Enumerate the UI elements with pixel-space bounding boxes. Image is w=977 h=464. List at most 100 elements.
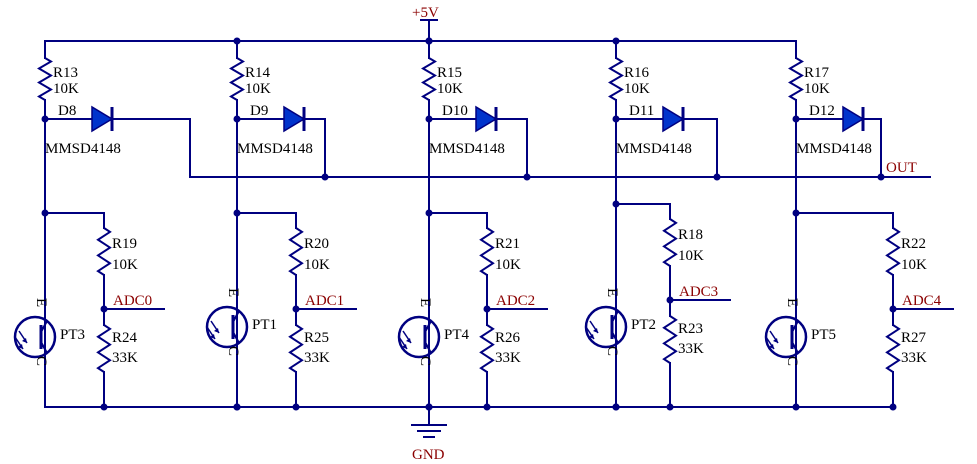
ch4-diode-ref: D12	[809, 103, 835, 119]
ch3-rbot-ref: R23	[678, 321, 703, 337]
ch0-diode-ref: D8	[58, 103, 76, 119]
ch1-rmid-ref: R20	[304, 236, 329, 252]
ch1-resistor-top	[229, 57, 245, 101]
ch3-phototransistor-light-arrowhead-1	[593, 328, 598, 333]
ch2-resistor-mid	[479, 227, 495, 276]
ch3-rbot-value: 33K	[678, 341, 704, 357]
ch4-diode	[842, 105, 865, 133]
ch0-diode	[91, 105, 114, 133]
ch1-phototransistor-light-arrowhead-1	[214, 328, 219, 333]
ch0-resistor-bot	[96, 324, 112, 373]
ch4-phototransistor-collector-leg	[791, 341, 799, 354]
ch4-rmid-ref: R22	[901, 236, 926, 252]
ch3-resistor-top	[608, 57, 624, 101]
ch3-rtop-ref: R16	[624, 65, 650, 81]
junction-dot	[425, 403, 433, 411]
junction-dot	[713, 173, 721, 181]
ch1-rmid-value: 10K	[304, 257, 330, 273]
ch2-pt-collector-label: C	[417, 356, 433, 366]
ch0-pt-ref: PT3	[60, 327, 85, 343]
ch3-phototransistor	[584, 305, 628, 349]
ch4-pt-ref: PT5	[811, 327, 836, 343]
junction-dot	[483, 403, 491, 411]
junction-dot	[233, 115, 241, 123]
junction-dot	[233, 37, 241, 45]
ch3-pt-ref: PT2	[631, 317, 656, 333]
junction-dot	[41, 209, 49, 217]
ch1-resistor-bot	[288, 324, 304, 373]
ch2-rtop-value: 10K	[437, 81, 463, 97]
junction-dot	[425, 115, 433, 123]
junction-dot	[292, 305, 300, 313]
ch2-phototransistor-collector-leg	[424, 341, 432, 354]
ch1-diode-part: MMSD4148	[237, 141, 313, 157]
ch2-phototransistor-light-arrowhead-2	[402, 344, 407, 349]
ch2-phototransistor-emitter-leg	[424, 320, 432, 333]
junction-dot	[41, 115, 49, 123]
ch0-rbot-ref: R24	[112, 330, 138, 346]
ch3-diode-ref: D11	[629, 103, 654, 119]
junction-dot	[889, 403, 897, 411]
ch3-rmid-value: 10K	[678, 248, 704, 264]
ch0-rbot-value: 33K	[112, 350, 138, 366]
ch0-tap-wire	[44, 212, 105, 229]
ch4-adc-label: ADC4	[902, 293, 942, 309]
ch1-rtop-ref: R14	[245, 65, 271, 81]
ch4-tap-wire	[795, 212, 894, 229]
ch0-rmid-value: 10K	[112, 257, 138, 273]
ch1-resistor-mid	[288, 227, 304, 276]
ch1-phototransistor-light-arrowhead-2	[210, 334, 215, 339]
ch2-diode-part: MMSD4148	[429, 141, 505, 157]
out-label: OUT	[886, 160, 917, 176]
ch1-diode-cathode-wire	[303, 118, 326, 178]
ch1-pt-emitter-label: E	[225, 288, 241, 297]
ch1-rbot-value: 33K	[304, 350, 330, 366]
ch4-resistor-bot	[885, 324, 901, 373]
junction-dot	[792, 115, 800, 123]
junction-dot	[877, 173, 885, 181]
ch2-phototransistor-body	[397, 315, 441, 359]
ch4-resistor-top	[788, 57, 804, 101]
junction-dot	[233, 209, 241, 217]
gnd-label: GND	[412, 447, 445, 463]
ch4-phototransistor-body	[764, 315, 808, 359]
ch1-diode-ref: D9	[250, 103, 268, 119]
ch2-resistor-top	[421, 57, 437, 101]
junction-dot	[233, 403, 241, 411]
ch3-diode-part: MMSD4148	[616, 141, 692, 157]
ch1-pt-ref: PT1	[252, 317, 277, 333]
junction-dot	[612, 37, 620, 45]
ch0-resistor-top	[37, 57, 53, 101]
junction-dot	[666, 296, 674, 304]
junction-dot	[612, 115, 620, 123]
ch4-resistor-mid	[885, 227, 901, 276]
junction-dot	[100, 305, 108, 313]
ch0-diode-cathode-wire	[111, 118, 191, 178]
ch2-diode	[475, 105, 498, 133]
ch1-rbot-ref: R25	[304, 330, 329, 346]
ch4-diode-part: MMSD4148	[796, 141, 872, 157]
ch0-phototransistor	[13, 315, 57, 359]
ch2-phototransistor-light-arrowhead-1	[406, 338, 411, 343]
ch1-adc-label: ADC1	[305, 293, 344, 309]
junction-dot	[425, 37, 433, 45]
ch2-phototransistor	[397, 315, 441, 359]
ch0-phototransistor-collector-leg	[40, 341, 48, 354]
ch1-phototransistor-emitter-leg	[232, 310, 240, 323]
ch4-rtop-value: 10K	[804, 81, 830, 97]
ch2-resistor-bot	[479, 324, 495, 373]
ch3-resistor-mid	[662, 218, 678, 267]
junction-dot	[666, 403, 674, 411]
vcc-label: +5V	[412, 5, 439, 21]
ch3-phototransistor-collector-leg	[611, 331, 619, 344]
ch2-diode-ref: D10	[442, 103, 468, 119]
ch0-phototransistor-light-arrowhead-1	[22, 338, 27, 343]
ch3-phototransistor-body	[584, 305, 628, 349]
ch0-rtop-value: 10K	[53, 81, 79, 97]
ch4-phototransistor	[764, 315, 808, 359]
ch1-rtop-value: 10K	[245, 81, 271, 97]
ch1-diode	[283, 105, 306, 133]
ch2-pt-ref: PT4	[444, 327, 470, 343]
ch0-resistor-mid	[96, 227, 112, 276]
